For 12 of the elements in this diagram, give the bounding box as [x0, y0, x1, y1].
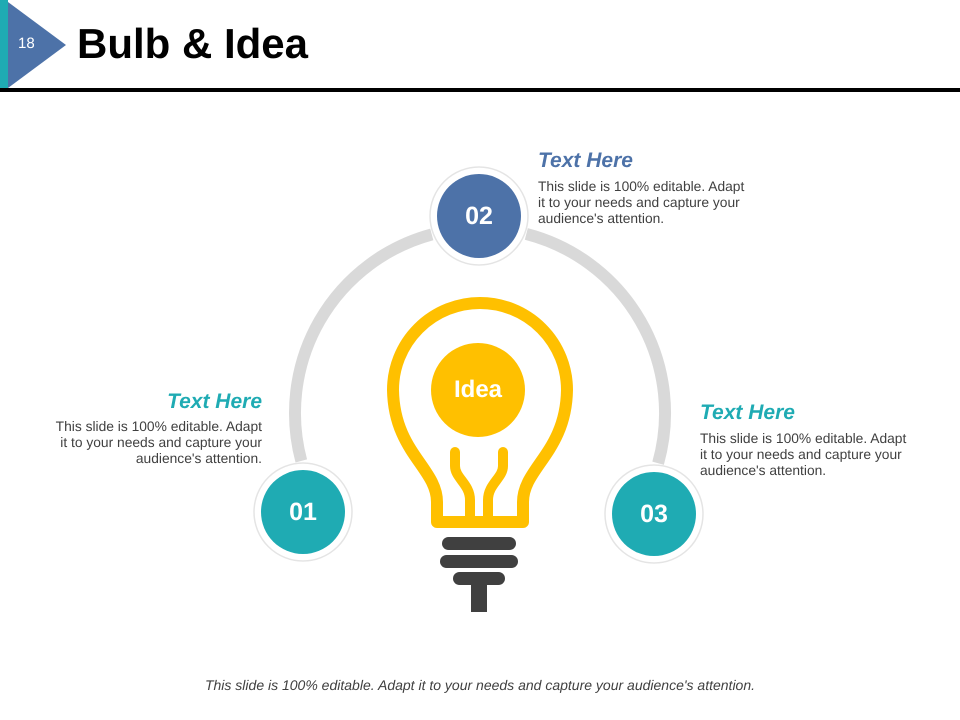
step-circle: 02 [429, 166, 529, 266]
step-heading: Text Here [538, 149, 633, 173]
connector-arc [524, 228, 671, 464]
slide-title: Bulb & Idea [77, 20, 308, 68]
connector-arc [289, 228, 434, 462]
step-circle: 01 [253, 462, 353, 562]
step-description: This slide is 100% editable. Adapt it to your needs and capture your audience's attention. [538, 179, 746, 227]
slide-number: 18 [18, 35, 35, 53]
step-heading: Text Here [700, 401, 795, 425]
step-heading: Text Here [167, 390, 262, 414]
idea-circle: Idea [431, 343, 525, 437]
caption: This slide is 100% editable. Adapt it to your needs and capture your audience's attention. [204, 677, 756, 693]
